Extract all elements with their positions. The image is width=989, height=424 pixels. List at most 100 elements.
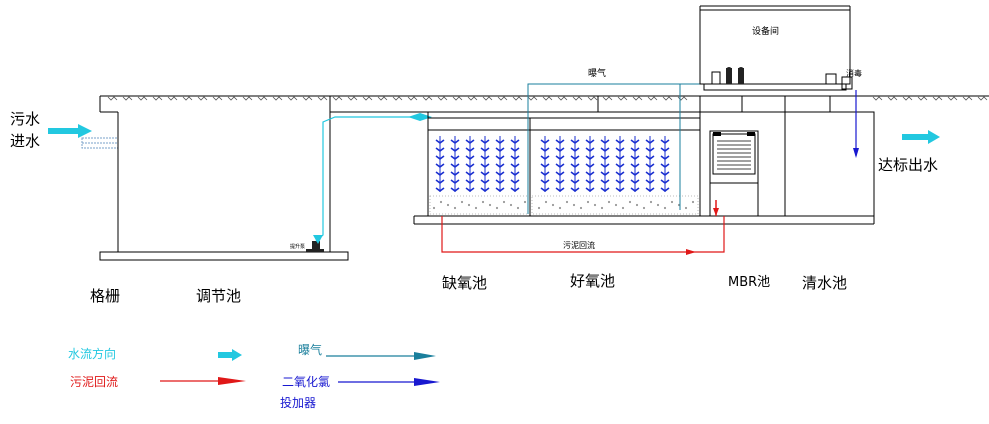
soil-mark	[932, 96, 943, 101]
air-bubble	[537, 206, 541, 210]
diffuser-column	[600, 136, 610, 192]
air-bubble	[460, 200, 464, 204]
soil-mark	[377, 96, 388, 101]
anoxic-tank-label: 缺氧池	[442, 274, 487, 292]
soil-mark	[452, 96, 463, 101]
air-bubble	[565, 200, 569, 204]
soil-mark	[122, 96, 133, 101]
soil-mark	[977, 96, 988, 101]
soil-mark	[212, 96, 223, 101]
air-bubble	[607, 200, 611, 204]
soil-mark	[512, 96, 523, 101]
air-bubble	[495, 206, 499, 210]
air-bubble	[691, 200, 695, 204]
air-bubble	[523, 200, 527, 204]
diffuser-column	[615, 136, 625, 192]
soil-mark	[152, 96, 163, 101]
soil-mark	[917, 96, 928, 101]
soil-mark	[437, 96, 448, 101]
diffuser-column	[510, 136, 520, 192]
soil-mark	[902, 96, 913, 101]
soil-hatching	[107, 96, 988, 101]
soil-mark	[182, 96, 193, 101]
aeration-pipe-label: 曝气	[588, 67, 606, 79]
soil-mark	[677, 96, 688, 101]
soil-mark	[557, 96, 568, 101]
legend-chlorine-label-1: 二氧化氯	[282, 375, 330, 389]
air-bubble	[586, 200, 590, 204]
air-bubble	[481, 200, 485, 204]
diffuser-column	[465, 136, 475, 192]
soil-mark	[662, 96, 673, 101]
disinfect-small-label: 消毒	[846, 68, 862, 78]
lift-flow-arrow	[408, 113, 432, 121]
air-bubble	[642, 206, 646, 210]
diffuser-column	[585, 136, 595, 192]
soil-mark	[287, 96, 298, 101]
air-bubble	[635, 203, 639, 207]
soil-mark	[347, 96, 358, 101]
screen-label: 格栅	[90, 287, 120, 305]
lift-pipe	[315, 116, 420, 242]
soil-mark	[947, 96, 958, 101]
soil-mark	[647, 96, 658, 101]
aeration-pipe: 曝气	[527, 67, 720, 214]
equipment-room-label: 设备间	[752, 25, 779, 37]
soil-mark	[482, 96, 493, 101]
soil-mark	[332, 96, 343, 101]
soil-mark	[167, 96, 178, 101]
air-bubble	[656, 203, 660, 207]
soil-mark	[422, 96, 433, 101]
air-bubble	[432, 206, 436, 210]
soil-mark	[542, 96, 553, 101]
diffuser-column	[645, 136, 655, 192]
soil-mark	[872, 96, 883, 101]
bio-tank-block	[329, 96, 875, 225]
soil-mark	[407, 96, 418, 101]
legend-aeration-label: 曝气	[298, 342, 322, 357]
air-bubble	[558, 206, 562, 210]
air-bubble	[614, 203, 618, 207]
clear-water-tank-label: 清水池	[802, 274, 847, 292]
diffuser-column	[570, 136, 580, 192]
pump-small-label: 提升泵	[290, 243, 305, 250]
diffuser-column	[480, 136, 490, 192]
soil-mark	[302, 96, 313, 101]
diffuser-column	[540, 136, 550, 192]
air-bubble	[593, 203, 597, 207]
mbr-module	[709, 130, 759, 217]
legend-chlorine-arrow	[414, 378, 440, 386]
air-bubble	[544, 200, 548, 204]
air-bubble	[488, 203, 492, 207]
inlet-label-2: 进水	[10, 132, 40, 150]
outlet-arrow	[902, 130, 940, 144]
soil-mark	[962, 96, 973, 101]
soil-mark	[392, 96, 403, 101]
chlorine-dose-line	[853, 90, 859, 158]
soil-mark	[527, 96, 538, 101]
regulating-tank: 提升泵	[99, 96, 432, 261]
air-bubble	[649, 200, 653, 204]
outlet-label: 达标出水	[878, 156, 938, 174]
air-bubble	[551, 203, 555, 207]
diffuser-column	[660, 136, 670, 192]
diffuser-column	[495, 136, 505, 192]
screen-grating	[81, 137, 119, 149]
lift-pump-icon	[312, 241, 320, 251]
soil-mark	[467, 96, 478, 101]
air-bubble	[579, 206, 583, 210]
air-bubble	[467, 203, 471, 207]
blower-icon	[711, 67, 837, 85]
soil-mark	[242, 96, 253, 101]
air-bubble	[453, 206, 457, 210]
soil-mark	[227, 96, 238, 101]
air-bubble	[600, 206, 604, 210]
aerobic-tank-label: 好氧池	[570, 272, 615, 290]
ground-line	[100, 95, 989, 101]
sludge-return-label: 污泥回流	[563, 240, 595, 250]
air-bubble	[516, 206, 520, 210]
soil-mark	[137, 96, 148, 101]
aeration-bottom-strip	[429, 195, 699, 215]
soil-mark	[887, 96, 898, 101]
